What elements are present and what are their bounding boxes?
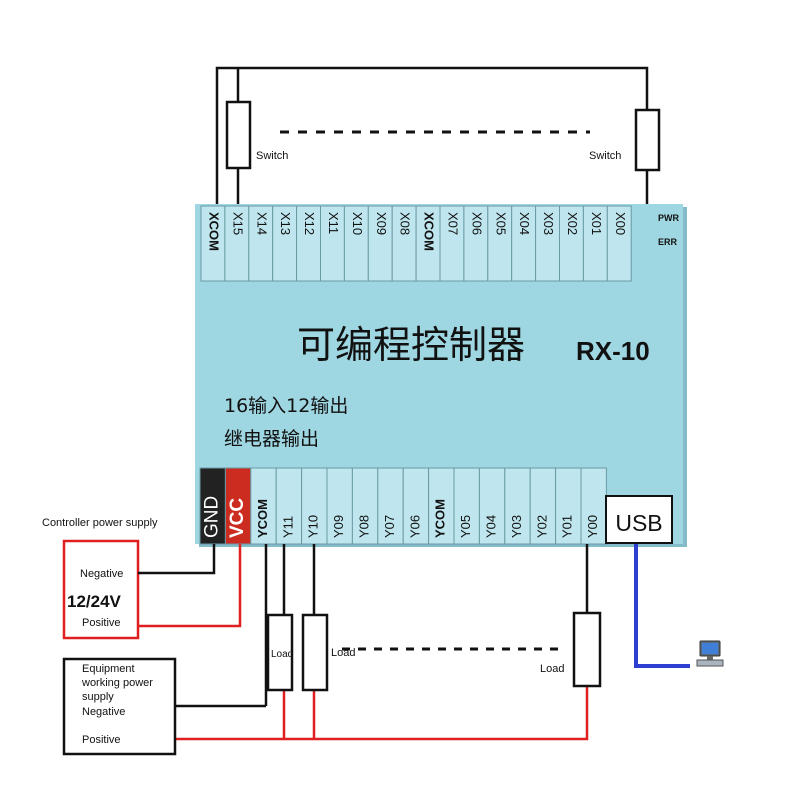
bottom-terminal-label: Y05	[458, 515, 473, 538]
top-terminal-label: XCOM	[207, 212, 222, 251]
bottom-terminal-label: Y08	[357, 515, 372, 538]
equipment-negative-label: Negative	[82, 706, 125, 718]
top-terminal-label: X10	[350, 212, 365, 235]
load-2-label: Load	[331, 647, 355, 659]
usb-port[interactable]	[605, 495, 673, 544]
controller-negative-label: Negative	[80, 568, 123, 580]
bottom-terminal-label: Y06	[407, 515, 422, 538]
load-2	[301, 613, 329, 692]
top-terminal-x00	[606, 205, 632, 282]
bottom-terminal-label: GND	[202, 496, 223, 538]
usb-label: USB	[615, 510, 662, 536]
controller-positive-label: Positive	[82, 617, 121, 629]
top-terminal-label: X01	[589, 212, 604, 235]
bottom-terminal-label: Y00	[585, 515, 600, 538]
bottom-terminal-label: Y01	[560, 515, 575, 538]
right-switch	[634, 108, 661, 172]
bottom-terminal-ycom	[250, 467, 277, 545]
controller-psu-title: Controller power supply	[42, 517, 158, 529]
controller-positive-wire	[138, 544, 242, 628]
bottom-terminal-label: VCC	[227, 498, 248, 538]
bottom-terminal-ycom	[428, 467, 455, 545]
bottom-terminal-y07	[377, 467, 404, 545]
computer-icon	[696, 640, 724, 667]
equipment-psu-title-2: working power	[81, 677, 153, 689]
bottom-terminal-y05	[453, 467, 480, 545]
bottom-terminal-label: Y03	[509, 515, 524, 538]
bottom-terminal-y04	[478, 467, 506, 545]
load-1	[266, 613, 294, 692]
bottom-terminal-label: Y04	[484, 515, 499, 538]
load-3	[572, 611, 602, 688]
top-terminal-label: X08	[398, 212, 413, 235]
load-1-label: Load	[271, 649, 293, 660]
equipment-psu-title-3: supply	[82, 691, 114, 703]
bottom-terminal-y09	[326, 467, 353, 545]
device-title: 可编程控制器	[297, 323, 525, 367]
top-terminal-label: X15	[230, 212, 245, 235]
controller-psu-box	[62, 539, 140, 640]
right-switch-label: Switch	[589, 150, 621, 162]
equipment-psu-box	[62, 657, 177, 756]
bottom-terminal-label: Y02	[534, 515, 549, 538]
bottom-terminal-label: Y09	[331, 515, 346, 538]
left-switch-label: Switch	[256, 150, 288, 162]
top-terminal-label: X05	[493, 212, 508, 235]
bottom-terminal-y08	[351, 467, 379, 545]
top-terminal-label: X06	[469, 212, 484, 235]
top-loop-wire	[215, 66, 649, 205]
pwr-led-label: PWR	[658, 213, 679, 223]
equipment-positive-wire	[138, 686, 589, 741]
bottom-terminal-y00	[580, 467, 607, 545]
top-terminal-label: X00	[613, 212, 628, 235]
switch-wiring	[215, 66, 649, 205]
top-terminal-label: X14	[254, 212, 269, 235]
bottom-terminal-y11	[275, 467, 303, 545]
bottom-terminal-label: Y11	[280, 516, 295, 538]
device-model: RX-10	[576, 336, 650, 366]
device-io-spec: 16输入12输出	[224, 395, 348, 417]
top-terminal-label: X07	[446, 212, 461, 235]
load-wiring	[138, 544, 589, 741]
top-terminal-label: XCOM	[422, 212, 437, 251]
usb-cable	[634, 544, 690, 668]
bottom-terminal-gnd	[199, 467, 226, 545]
top-terminal-label: X04	[517, 212, 532, 235]
top-terminal-label: X11	[326, 212, 341, 234]
equipment-psu-title-1: Equipment	[82, 663, 135, 675]
err-led-label: ERR	[658, 237, 678, 247]
plc-module: XCOM X15 X14 X13 X12 X11 X10 X09 X08 XCOM X07 X06 X0…	[195, 204, 687, 547]
bottom-terminal-y03	[504, 467, 531, 545]
controller-negative-wire	[138, 544, 216, 575]
bottom-terminal-y06	[402, 467, 430, 545]
bottom-terminal-label: Y07	[382, 515, 397, 538]
bottom-terminal-label: YCOM	[255, 499, 270, 538]
load-3-label: Load	[540, 663, 564, 675]
device-output-type: 继电器输出	[224, 428, 319, 450]
top-terminal-label: X09	[374, 212, 389, 235]
bottom-terminal-y01	[555, 467, 582, 545]
top-terminal-label: X02	[565, 212, 580, 235]
bottom-terminal-label: YCOM	[433, 499, 448, 538]
bottom-terminal-label: Y10	[306, 515, 321, 538]
top-terminal-strip: XCOM X15 X14 X13 X12 X11 X10 X09 X08 XCOM X07 X06 X0…	[200, 205, 632, 282]
top-terminal-label: X12	[302, 212, 317, 235]
top-terminal-label: X03	[541, 212, 556, 235]
equipment-positive-label: Positive	[82, 734, 121, 746]
controller-voltage-label: 12/24V	[67, 592, 122, 611]
left-switch	[225, 100, 252, 170]
top-terminal-label: X13	[278, 212, 293, 235]
